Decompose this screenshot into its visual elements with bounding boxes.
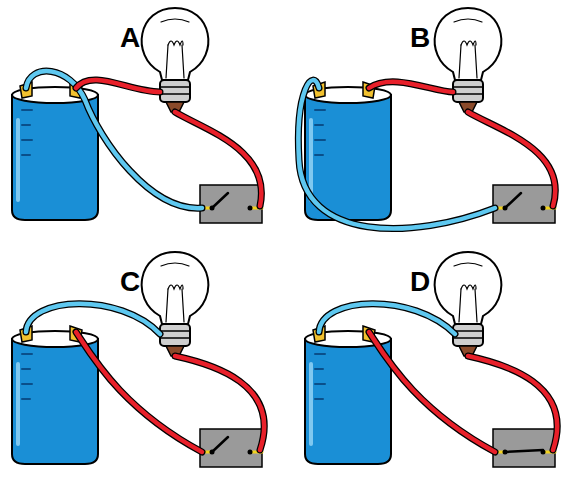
panel-letter: D [410,268,430,296]
panel-letter: B [410,24,430,52]
panel-letter: A [120,24,140,52]
panel-letter: C [120,268,140,296]
